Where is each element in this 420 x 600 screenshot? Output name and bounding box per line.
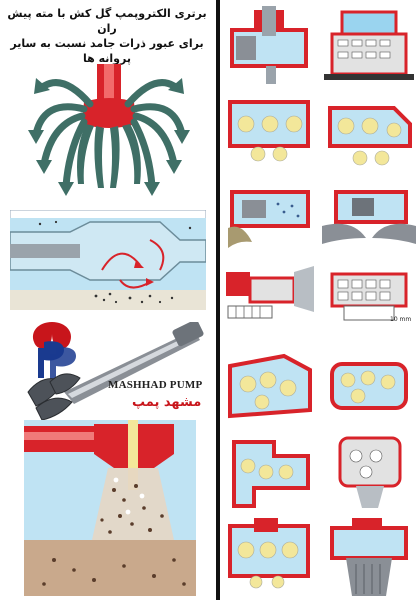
pump-type-3-cross-section xyxy=(228,100,310,162)
solid-particles xyxy=(38,220,192,304)
impeller-flow-diagram xyxy=(28,64,190,196)
pump-type-10-cross-section xyxy=(330,362,408,410)
pump-type-5-cross-section xyxy=(228,190,310,248)
shaft-coupling xyxy=(172,322,204,347)
auger-shaft-center xyxy=(128,420,138,490)
suction-cone xyxy=(92,468,174,540)
pump-housing-outline xyxy=(10,221,206,281)
pump-type-11-cross-section xyxy=(232,440,310,508)
brand-name-english: MASHHAD PUMP xyxy=(108,379,203,391)
pump-type-6-cross-section xyxy=(322,190,416,244)
headline-line-3: پروانه ها xyxy=(83,52,131,65)
pump-type-4-cross-section xyxy=(328,106,412,166)
pump-type-9-cross-section xyxy=(228,353,312,419)
auger-impeller-illustration xyxy=(27,322,204,421)
vertical-divider xyxy=(216,0,220,600)
left-panel: برتری الکتروپمپ گل کش با مته پیش ران برا… xyxy=(4,6,210,596)
pump-shaft xyxy=(104,64,114,104)
pump-type-2-cross-section xyxy=(324,10,414,80)
auger-flights xyxy=(27,373,81,421)
flow-arrows xyxy=(32,79,186,190)
pump-type-14-cross-section xyxy=(330,518,408,596)
headline: برتری الکتروپمپ گل کش با مته پیش ران برا… xyxy=(4,6,210,66)
solid-particles-cluster xyxy=(42,484,186,586)
pump-type-13-cross-section xyxy=(228,518,310,589)
sludge-bed xyxy=(24,540,196,596)
pump-type-7-cross-section xyxy=(226,266,314,319)
dimension-note: 10 mm xyxy=(390,316,412,323)
flow-arrow-heads xyxy=(28,78,190,196)
brand-name-persian: مشهد پمپ xyxy=(132,395,202,410)
pump-type-12-cross-section xyxy=(338,436,402,508)
gas-bubbles xyxy=(113,477,145,515)
pump-cross-section xyxy=(10,210,206,310)
sediment-floor xyxy=(10,290,206,310)
drive-shaft xyxy=(10,244,80,258)
impeller-blades xyxy=(77,124,141,188)
impeller-hub xyxy=(82,98,136,128)
pump-type-8-cross-section xyxy=(330,272,408,321)
sludge-suction-diagram xyxy=(24,420,196,596)
pump-type-1-cross-section xyxy=(230,6,308,84)
pump-types-grid: 10 mm xyxy=(222,0,420,600)
mashhad-pump-logo-icon xyxy=(32,322,76,380)
flow-direction-heads xyxy=(134,260,154,286)
headline-line-1: برتری الکتروپمپ گل کش با مته پیش ران xyxy=(7,7,207,35)
headline-line-2: برای عبور ذرات جامد نسبت به سایر xyxy=(10,37,204,50)
